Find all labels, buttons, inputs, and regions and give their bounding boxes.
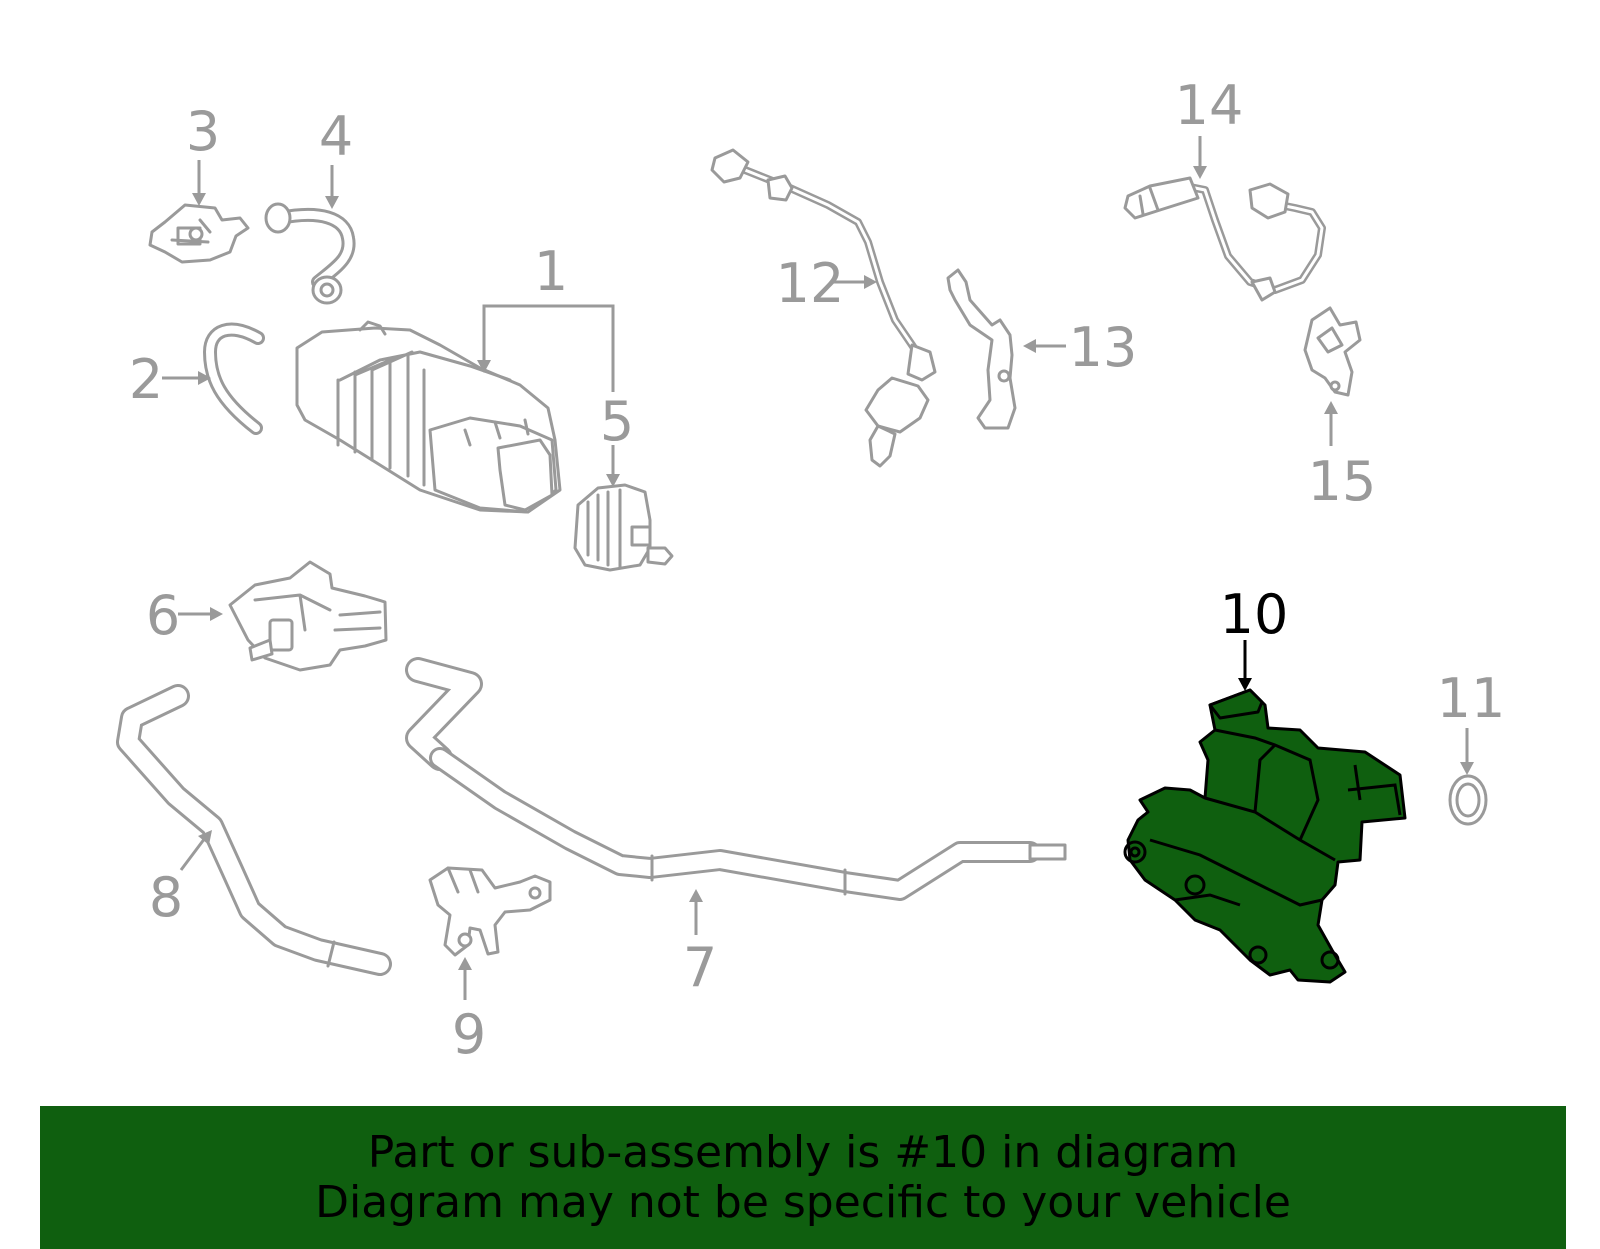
part-10-module-highlighted[interactable] bbox=[1123, 688, 1407, 984]
callout-2[interactable]: 2 bbox=[129, 348, 163, 411]
callout-11[interactable]: 11 bbox=[1437, 667, 1506, 730]
part-6-valve[interactable] bbox=[228, 560, 388, 672]
info-banner: Part or sub-assembly is #10 in diagram D… bbox=[40, 1106, 1566, 1249]
callout-8[interactable]: 8 bbox=[149, 866, 183, 929]
callout-6[interactable]: 6 bbox=[146, 584, 180, 647]
part-14-sensor[interactable] bbox=[1123, 176, 1326, 302]
part-15-bracket[interactable] bbox=[1303, 306, 1362, 397]
banner-line-1: Part or sub-assembly is #10 in diagram bbox=[367, 1126, 1239, 1178]
callout-3[interactable]: 3 bbox=[186, 100, 220, 163]
part-4-hose[interactable] bbox=[264, 202, 356, 305]
callout-12[interactable]: 12 bbox=[776, 252, 845, 315]
part-12-sensor[interactable] bbox=[710, 148, 937, 468]
callout-15[interactable]: 15 bbox=[1308, 450, 1377, 513]
callout-9[interactable]: 9 bbox=[452, 1003, 486, 1066]
part-5-filter[interactable] bbox=[573, 483, 674, 572]
callout-1[interactable]: 1 bbox=[534, 240, 568, 303]
callout-10[interactable]: 10 bbox=[1220, 583, 1289, 646]
part-1-canister[interactable] bbox=[295, 320, 562, 514]
part-3-valve[interactable] bbox=[148, 203, 250, 264]
part-8-hose[interactable] bbox=[116, 684, 392, 976]
callout-13[interactable]: 13 bbox=[1069, 316, 1138, 379]
part-2-hose[interactable] bbox=[203, 322, 265, 435]
banner-line-2: Diagram may not be specific to your vehi… bbox=[315, 1176, 1291, 1228]
callout-4[interactable]: 4 bbox=[319, 105, 353, 168]
callout-7[interactable]: 7 bbox=[683, 936, 717, 999]
banner-background bbox=[40, 1106, 1566, 1249]
part-9-bracket[interactable] bbox=[428, 866, 552, 957]
part-11-ring[interactable] bbox=[1448, 774, 1488, 826]
part-13-bracket[interactable] bbox=[946, 268, 1017, 430]
callout-5[interactable]: 5 bbox=[600, 390, 634, 453]
callout-14[interactable]: 14 bbox=[1175, 74, 1244, 137]
part-7-pipe[interactable] bbox=[405, 657, 1067, 901]
